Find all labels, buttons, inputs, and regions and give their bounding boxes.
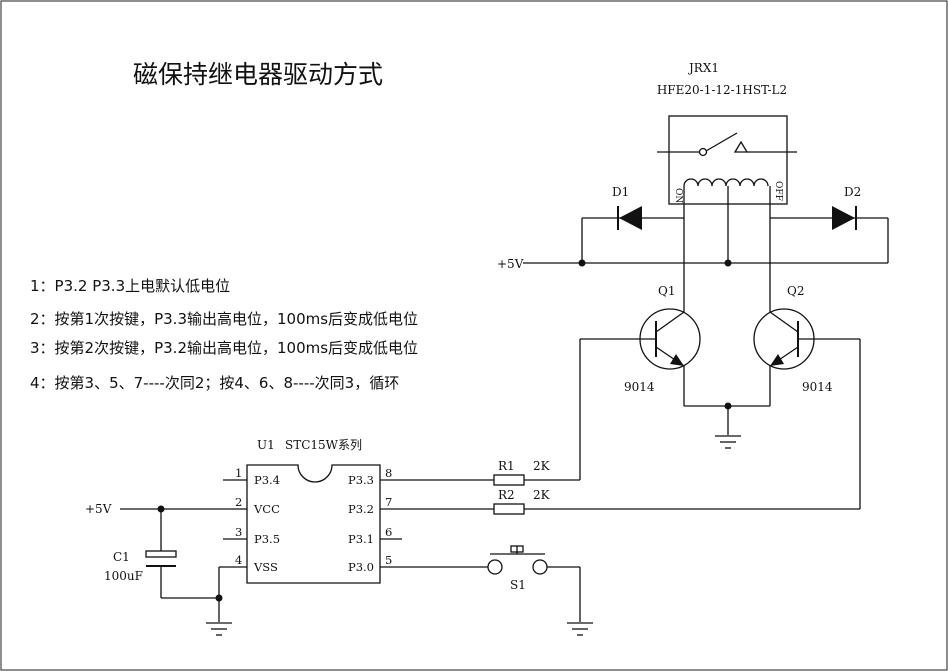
relay-on-label: ON — [673, 188, 683, 203]
relay-jrx1: JRX1 HFE20-1-12-1HST-L2 ON OFF — [657, 61, 797, 205]
pin-num-7: 7 — [385, 495, 392, 509]
c1-label: C1 — [113, 550, 130, 564]
pin-num-6: 6 — [385, 525, 392, 539]
q2-label: Q2 — [787, 284, 804, 298]
ground-symbol — [566, 622, 594, 636]
pin-num-5: 5 — [385, 553, 392, 567]
r2-label: R2 — [498, 488, 515, 502]
transistor-q2: Q2 9014 — [753, 284, 860, 406]
supply-label-top: +5V — [497, 257, 524, 271]
note-4: 4：按第3、5、7----次同2；按4、6、8----次同3，循环 — [30, 374, 399, 392]
pin-num-1: 1 — [235, 466, 242, 480]
supply-label-left: +5V — [85, 502, 112, 516]
relay-off-label: OFF — [773, 181, 783, 201]
mcu-u1: U1 STC15W系列 1 2 3 4 P3.4 VCC P3.5 VSS 8 … — [223, 438, 494, 584]
pin-name-vss: VSS — [253, 560, 278, 574]
relay-ref: JRX1 — [687, 61, 719, 75]
diagram-title: 磁保持继电器驱动方式 — [133, 60, 383, 89]
s1-label: S1 — [510, 578, 526, 592]
ground-symbol — [714, 435, 742, 449]
note-2: 2：按第1次按键，P3.3输出高电位，100ms后变成低电位 — [30, 310, 418, 328]
mcu-ref: U1 — [257, 438, 275, 452]
d2-label: D2 — [844, 185, 861, 199]
d1-label: D1 — [612, 185, 629, 199]
junction — [578, 259, 586, 267]
r1-label: R1 — [498, 459, 515, 473]
pin-name-p35: P3.5 — [254, 532, 280, 546]
q2-part: 9014 — [802, 380, 833, 394]
resistor-r2: R2 2K — [493, 488, 551, 515]
diode-d1: D1 — [581, 185, 684, 263]
resistor-r1: R1 2K — [493, 459, 551, 486]
r2-value: 2K — [533, 488, 551, 502]
junction — [724, 259, 732, 267]
c1-value: 100uF — [104, 569, 143, 583]
pin-name-vcc: VCC — [253, 502, 280, 516]
pin-num-4: 4 — [235, 553, 242, 567]
pin-num-8: 8 — [385, 466, 392, 480]
ground-symbol — [205, 622, 233, 636]
mcu-part: STC15W系列 — [285, 438, 362, 452]
q1-label: Q1 — [658, 284, 675, 298]
switch-s1: S1 — [487, 545, 548, 592]
r1-value: 2K — [533, 459, 551, 473]
pin-name-p31: P3.1 — [348, 532, 374, 546]
pin-name-p30: P3.0 — [348, 560, 374, 574]
pin-num-2: 2 — [235, 495, 242, 509]
note-3: 3：按第2次按键，P3.2输出高电位，100ms后变成低电位 — [30, 339, 418, 357]
capacitor-c1: C1 100uF — [104, 509, 177, 598]
relay-coil — [683, 178, 769, 187]
relay-part: HFE20-1-12-1HST-L2 — [657, 83, 787, 97]
pin-name-p34: P3.4 — [254, 473, 280, 487]
transistor-q1: Q1 9014 — [580, 284, 701, 406]
diode-d2: D2 — [770, 185, 889, 263]
note-1: 1：P3.2 P3.3上电默认低电位 — [30, 277, 230, 295]
q1-part: 9014 — [624, 380, 655, 394]
pin-name-p33: P3.3 — [348, 473, 374, 487]
pin-num-3: 3 — [235, 525, 242, 539]
pin-name-p32: P3.2 — [348, 502, 374, 516]
